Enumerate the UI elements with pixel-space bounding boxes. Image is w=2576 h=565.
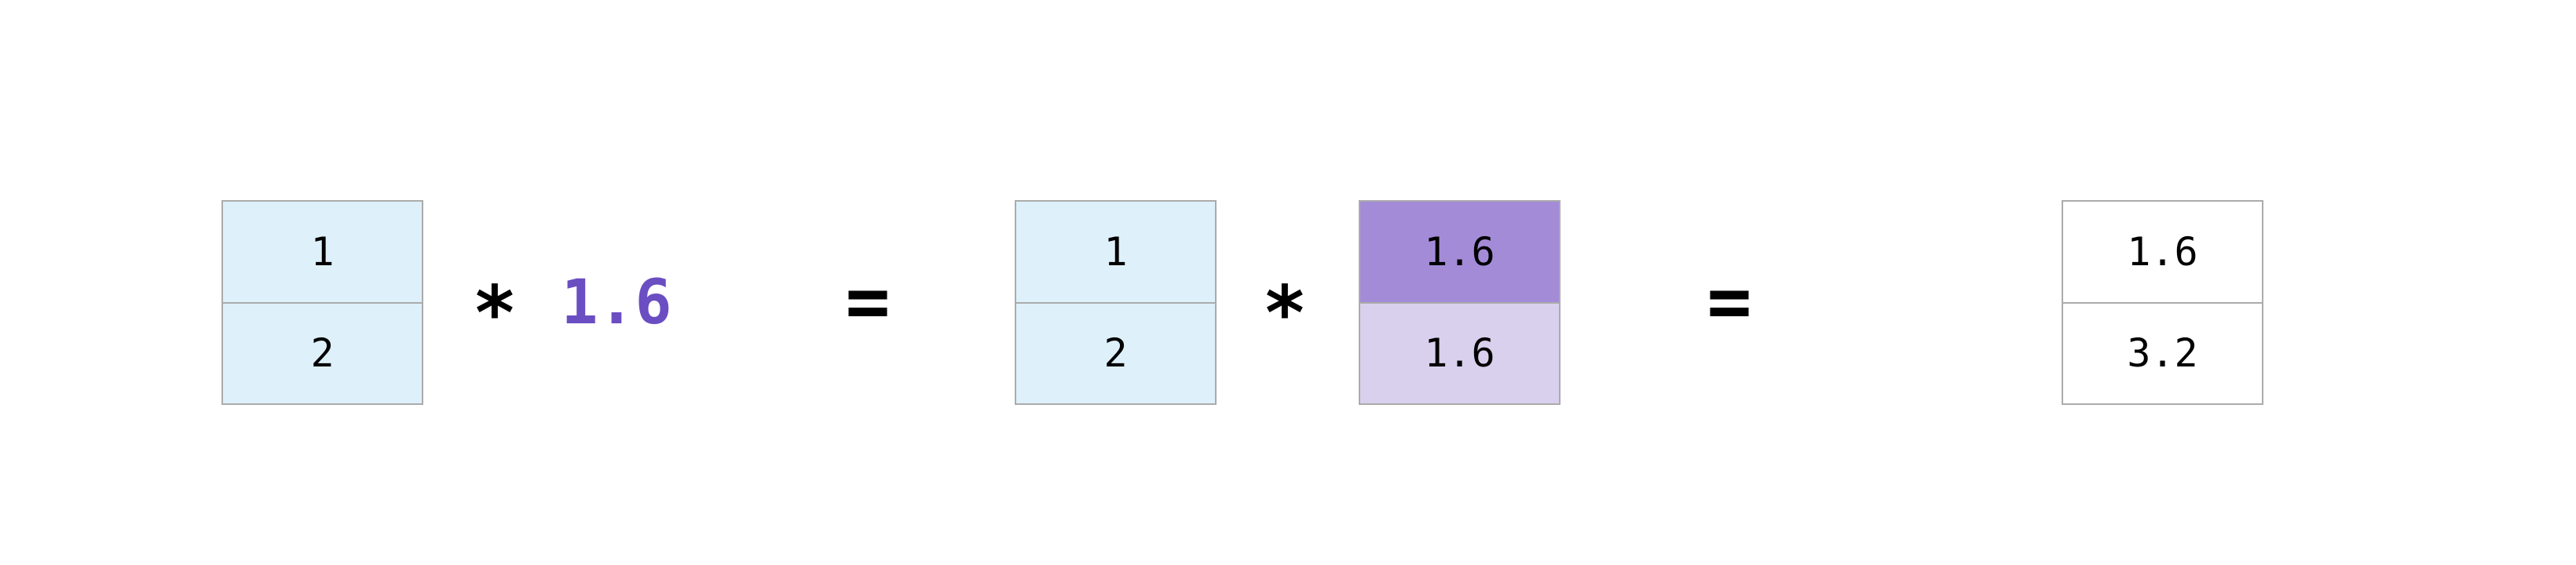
repeat-vector-cell-1: 2 xyxy=(1016,301,1215,403)
input-vector-cell-0: 1 xyxy=(223,202,422,302)
result-vector-table: 1.6 3.2 xyxy=(2062,200,2263,405)
broadcast-vector-table: 1.6 1.6 xyxy=(1359,200,1561,405)
broadcast-vector-cell-0: 1.6 xyxy=(1360,202,1559,302)
input-vector-cell-1: 2 xyxy=(223,301,422,403)
result-vector-cell-0: 1.6 xyxy=(2063,202,2262,302)
multiply-operator-2: * xyxy=(1238,200,1332,405)
multiply-operator-1: * xyxy=(448,200,542,405)
asterisk-glyph: * xyxy=(472,271,518,357)
broadcast-vector-cell-1: 1.6 xyxy=(1360,301,1559,403)
asterisk-glyph: * xyxy=(1262,271,1308,357)
equals-glyph: = xyxy=(845,259,891,345)
input-vector-table: 1 2 xyxy=(221,200,423,405)
scalar-text: 1.6 xyxy=(561,267,672,338)
equals-sign-2: = xyxy=(1682,200,1776,405)
scalar-value: 1.6 xyxy=(550,200,683,405)
result-vector-cell-1: 3.2 xyxy=(2063,301,2262,403)
equals-glyph: = xyxy=(1707,259,1752,345)
equals-sign-1: = xyxy=(821,200,915,405)
repeat-vector-table: 1 2 xyxy=(1015,200,1217,405)
repeat-vector-cell-0: 1 xyxy=(1016,202,1215,302)
